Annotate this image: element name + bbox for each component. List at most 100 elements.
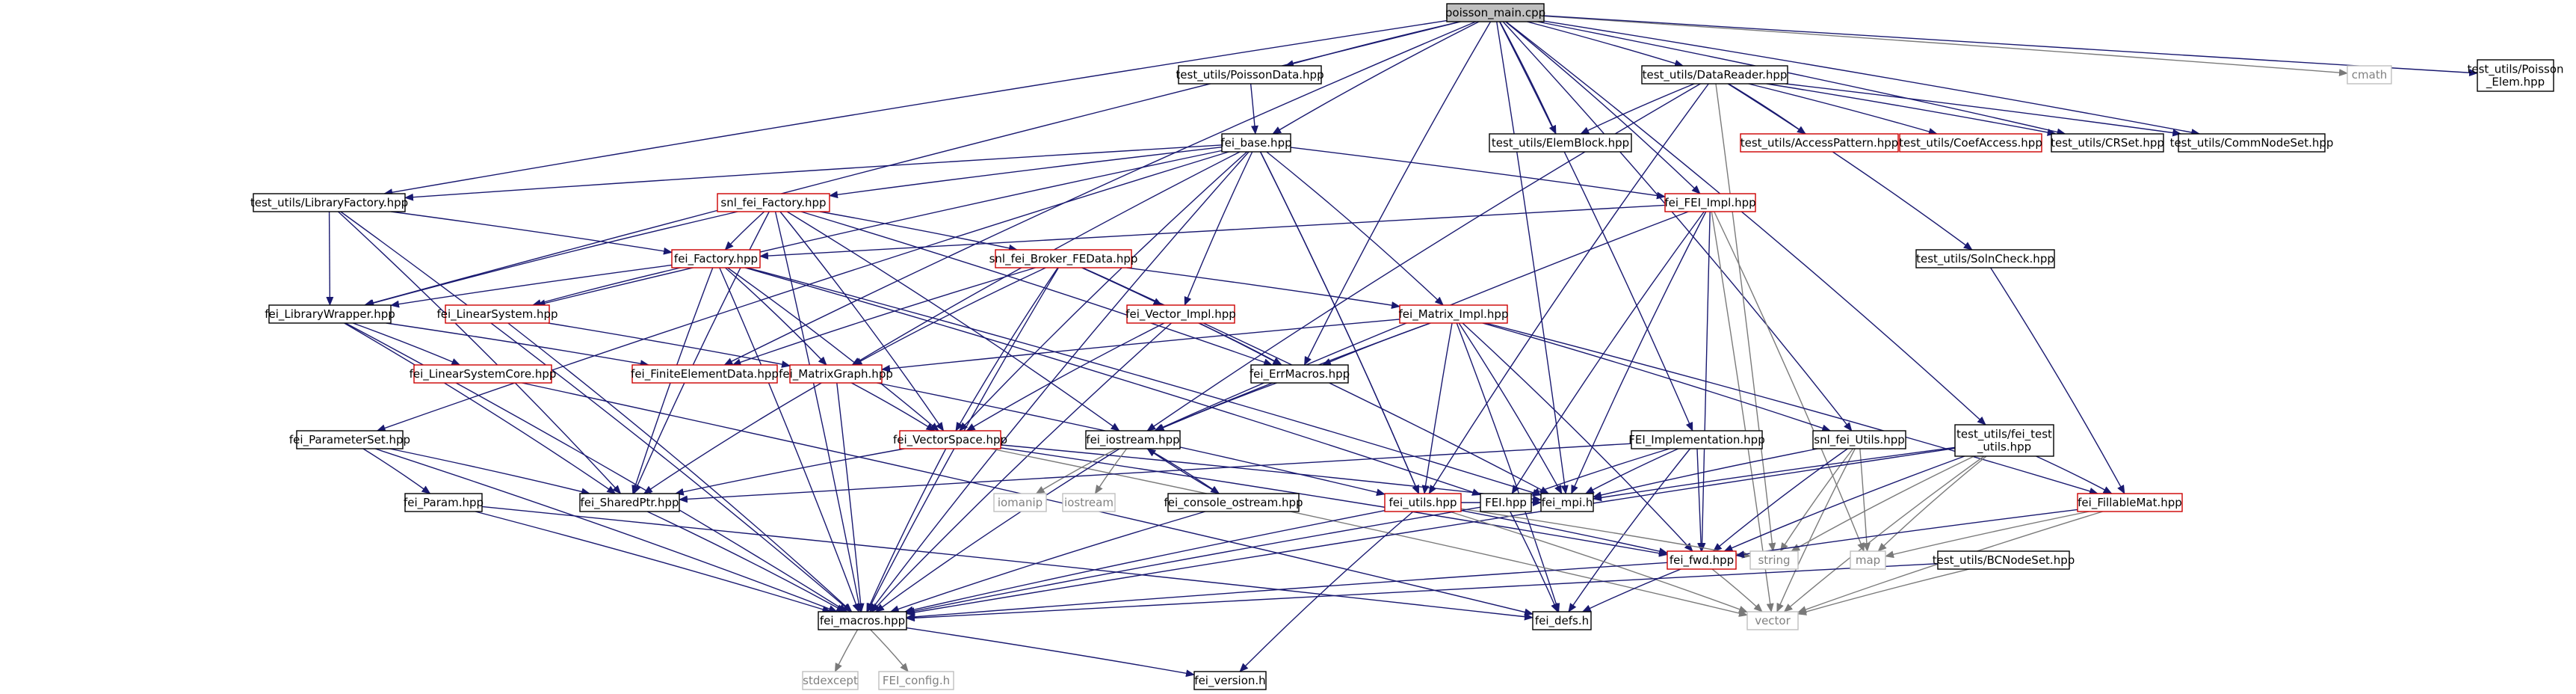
node-version[interactable]: fei_version.h [1193, 671, 1267, 690]
node-box [1178, 65, 1322, 85]
node-libwrap[interactable]: fei_LibraryWrapper.hpp [265, 304, 395, 324]
node-string[interactable]: string [1749, 550, 1799, 570]
edge-param-to-defs [481, 506, 1533, 621]
edge-snlutils-to-string [1779, 448, 1854, 552]
node-commnode[interactable]: test_utils/CommNodeSet.hpp [2170, 133, 2334, 153]
edge-pdata-to-febase [1250, 83, 1258, 135]
node-vecimpl[interactable]: fei_Vector_Impl.hpp [1125, 304, 1236, 324]
node-feimpi[interactable]: fei_mpi.h [1540, 493, 1594, 512]
node-box [995, 249, 1132, 268]
node-crset[interactable]: test_utils/CRSet.hpp [2051, 133, 2164, 153]
node-bcnode[interactable]: test_utils/BCNodeSet.hpp [1933, 550, 2075, 570]
edge-snlutils-to-feimpi [1593, 448, 1818, 499]
node-febase[interactable]: fei_base.hpp [1220, 133, 1292, 153]
node-box [1664, 193, 1756, 212]
edge-testutils-to-map [1877, 455, 1987, 552]
node-defs[interactable]: fei_defs.h [1532, 611, 1592, 630]
node-pdata[interactable]: test_utils/PoissonData.hpp [1176, 65, 1324, 85]
node-snlutils[interactable]: snl_fei_Utils.hpp [1812, 430, 1906, 449]
node-label: fei_Vector_Impl.hpp [1125, 307, 1236, 322]
node-label: test_utils/BCNodeSet.hpp [1933, 553, 2075, 568]
node-label: poisson_main.cpp [1445, 6, 1545, 20]
node-label: _Elem.hpp [2486, 76, 2545, 90]
edge-macros-to-feiconfig [870, 629, 909, 672]
node-box [1812, 430, 1906, 449]
edge-dreader-to-coefacc [1748, 83, 1938, 135]
edge-feifactory-to-feihpp [744, 267, 1481, 496]
edge-snlfact-to-macros [774, 211, 863, 612]
node-root[interactable]: poisson_main.cpp [1445, 3, 1545, 22]
node-linsyscore[interactable]: fei_LinearSystemCore.hpp [410, 364, 557, 384]
node-label: fei_base.hpp [1220, 136, 1291, 150]
node-fillmat[interactable]: fei_FillableMat.hpp [2077, 493, 2183, 512]
node-label: fei_macros.hpp [820, 614, 905, 628]
node-dreader[interactable]: test_utils/DataReader.hpp [1641, 65, 1788, 85]
node-sharedptr[interactable]: fei_SharedPtr.hpp [579, 493, 680, 512]
node-elemblock[interactable]: test_utils/ElemBlock.hpp [1489, 133, 1632, 153]
node-pelem[interactable]: test_utils/Poisson_Elem.hpp [2467, 59, 2564, 92]
edge-root-to-errmac [1303, 21, 1492, 366]
edge-snlfact-to-libwrap [365, 211, 738, 307]
node-fedata[interactable]: fei_FiniteElementData.hpp [631, 364, 779, 384]
node-box [1749, 550, 1799, 570]
node-feiimpl2[interactable]: FEI_Implementation.hpp [1628, 430, 1765, 449]
node-label: FEI_config.h [883, 674, 950, 688]
edge-feifwd-to-vector [1711, 568, 1763, 612]
node-cmath[interactable]: cmath [2347, 65, 2392, 85]
edge-feifwd-to-macros [906, 562, 1668, 621]
node-label: test_utils/PoissonData.hpp [1176, 68, 1323, 82]
node-box [1193, 671, 1267, 690]
edge-feiimpl2-to-feifwd [1696, 448, 1705, 552]
edge-feifactory-to-libwrap [390, 264, 673, 308]
node-broker[interactable]: snl_fei_Broker_FEData.hpp [989, 249, 1138, 268]
node-box [1899, 133, 2042, 153]
node-box [1740, 133, 1899, 153]
node-feiutils[interactable]: fei_utils.hpp [1384, 493, 1462, 512]
node-vecspace[interactable]: fei_VectorSpace.hpp [893, 430, 1007, 449]
node-stdexcept[interactable]: stdexcept [802, 671, 859, 690]
node-matimpl[interactable]: fei_Matrix_Impl.hpp [1399, 304, 1509, 324]
node-solnchk[interactable]: test_utils/SolnCheck.hpp [1915, 249, 2055, 268]
node-matgraph[interactable]: fei_MatrixGraph.hpp [779, 364, 893, 384]
edge-root-to-pelem [1543, 15, 2478, 77]
node-feiimpl[interactable]: fei_FEI_Impl.hpp [1664, 193, 1756, 212]
node-feifwd[interactable]: fei_fwd.hpp [1667, 550, 1737, 570]
edge-root-to-libwrap [363, 21, 1461, 307]
node-iostreamstd[interactable]: iostream [1062, 493, 1116, 512]
node-vector[interactable]: vector [1746, 611, 1799, 630]
node-macros[interactable]: fei_macros.hpp [818, 611, 907, 630]
node-box [1399, 304, 1508, 324]
node-label: fei_FEI_Impl.hpp [1664, 196, 1755, 210]
node-iostream[interactable]: fei_iostream.hpp [1085, 430, 1181, 449]
node-box [899, 430, 1001, 449]
edge-dreader-to-commnode [1785, 83, 2182, 137]
edge-broker-to-fedata [732, 267, 1036, 366]
node-coefacc[interactable]: test_utils/CoefAccess.hpp [1899, 133, 2042, 153]
node-param[interactable]: fei_Param.hpp [404, 493, 484, 512]
node-linsys[interactable]: fei_LinearSystem.hpp [436, 304, 558, 324]
node-libfact[interactable]: test_utils/LibraryFactory.hpp [250, 193, 408, 212]
node-testutils[interactable]: test_utils/fei_test_utils.hpp [1954, 424, 2054, 457]
node-feihpp[interactable]: FEI.hpp [1480, 493, 1532, 512]
edge-snlfact-to-broker [819, 211, 1018, 252]
node-accpat[interactable]: test_utils/AccessPattern.hpp [1740, 133, 1899, 153]
node-label: stdexcept [803, 674, 858, 687]
edge-feifwd-to-defs [1581, 568, 1681, 612]
node-label: snl_fei_Factory.hpp [720, 196, 826, 210]
edge-matimpl-to-feifwd [1462, 322, 1693, 552]
node-layer: poisson_main.cpp test_utils/PoissonData.h… [250, 3, 2564, 690]
node-consostream[interactable]: fei_console_ostream.hpp [1164, 493, 1303, 512]
node-feiconfig[interactable]: FEI_config.h [878, 671, 954, 690]
node-snlfact[interactable]: snl_fei_Factory.hpp [717, 193, 830, 212]
edge-feihpp-to-defs [1510, 511, 1558, 612]
node-iomanip[interactable]: iomanip [993, 493, 1047, 512]
node-box [1667, 550, 1737, 570]
node-box [2077, 493, 2183, 512]
edge-iostream-to-iomanip [1035, 448, 1117, 494]
edge-errmac-to-iostream [1155, 382, 1277, 432]
node-errmac[interactable]: fei_ErrMacros.hpp [1250, 364, 1350, 384]
node-paramset[interactable]: fei_ParameterSet.hpp [289, 430, 410, 449]
edge-febase-to-matimpl [1266, 151, 1444, 306]
node-map[interactable]: map [1850, 550, 1886, 570]
node-feifactory[interactable]: fei_Factory.hpp [671, 249, 761, 268]
